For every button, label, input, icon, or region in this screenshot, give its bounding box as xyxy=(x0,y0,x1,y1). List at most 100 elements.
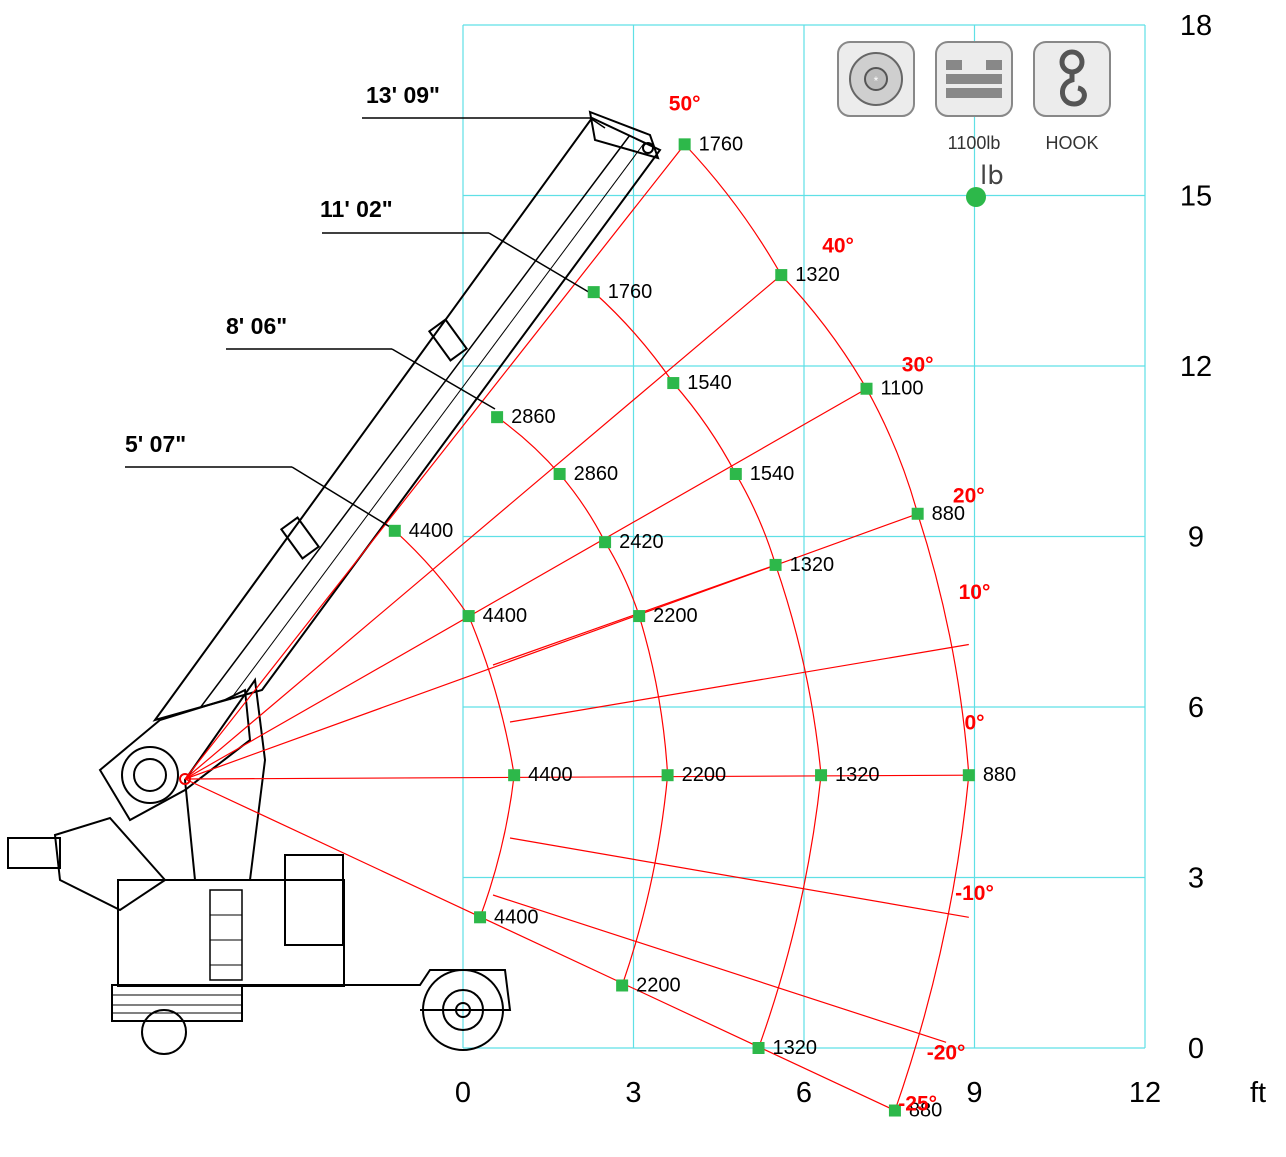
load-point xyxy=(633,610,646,623)
load-point xyxy=(388,524,401,537)
x-tick-label: 6 xyxy=(796,1077,812,1109)
load-label: 2200 xyxy=(682,764,727,786)
load-label: 1320 xyxy=(835,764,880,786)
load-label: 2200 xyxy=(636,974,681,996)
legend-marker-label: lb xyxy=(980,161,1004,191)
load-label: 1540 xyxy=(750,463,795,485)
crane-boom xyxy=(152,116,662,722)
radial-line xyxy=(184,513,918,780)
angle-label: 30° xyxy=(902,354,934,377)
boom-length-leaders: 5' 07"8' 06"11' 02"13' 09" xyxy=(125,82,606,531)
crane-drawing xyxy=(7,110,662,1055)
angle-label: -25° xyxy=(898,1093,937,1116)
load-label: 4400 xyxy=(483,605,528,627)
load-point xyxy=(888,1104,901,1117)
grid xyxy=(462,24,1146,1049)
load-point xyxy=(508,769,521,782)
radial-line xyxy=(184,274,782,780)
load-points xyxy=(388,138,975,1117)
load-point xyxy=(462,610,475,623)
crane-front-wheel-axle xyxy=(455,1002,471,1018)
crane-engine xyxy=(53,816,167,912)
x-axis-unit: ft xyxy=(1250,1077,1266,1109)
y-tick-label: 0 xyxy=(1188,1033,1204,1065)
load-point xyxy=(729,467,742,480)
crane-motor xyxy=(7,837,61,869)
load-label: 1320 xyxy=(773,1037,818,1059)
load-labels: 1760132011008808808801760154015401320132… xyxy=(409,133,1016,1121)
load-arc xyxy=(496,416,669,986)
load-point xyxy=(815,769,828,782)
crane-boom-edge xyxy=(229,141,646,701)
crane-boom-edge xyxy=(199,134,631,709)
load-label: 1320 xyxy=(790,554,835,576)
load-label: 1760 xyxy=(608,281,653,303)
load-label: 1760 xyxy=(699,133,744,155)
icon-panel: * 1100lb HOOK lb xyxy=(837,41,1111,207)
load-label: 4400 xyxy=(409,520,454,542)
load-label: 4400 xyxy=(494,906,539,928)
load-label: 2420 xyxy=(619,531,664,553)
crane-front-wheel xyxy=(422,969,504,1051)
load-point xyxy=(678,138,691,151)
angle-label: 10° xyxy=(959,581,991,604)
leader-line xyxy=(589,117,606,129)
angle-labels: 50°40°30°20°10°0°-10°-20°-25° xyxy=(669,92,994,1115)
load-label: 2860 xyxy=(511,406,555,428)
crane-boom-clamp xyxy=(279,516,321,560)
y-tick-label: 18 xyxy=(1180,10,1212,42)
svg-text:*: * xyxy=(874,74,879,88)
radial-line xyxy=(492,894,947,1043)
angle-label: 40° xyxy=(822,234,854,257)
crane-rear-wheel xyxy=(141,1009,187,1055)
leader-line xyxy=(391,348,496,410)
y-tick-label: 9 xyxy=(1188,522,1204,554)
boom-length-label: 11' 02" xyxy=(320,196,393,222)
crane-ladder xyxy=(209,889,243,981)
radial-line xyxy=(184,774,969,780)
y-tick-label: 15 xyxy=(1180,181,1212,213)
y-tick-label: 6 xyxy=(1188,692,1204,724)
angle-label: -20° xyxy=(927,1041,966,1064)
hook-icon xyxy=(1033,41,1111,117)
load-label: 1540 xyxy=(687,372,732,394)
load-point xyxy=(667,377,680,390)
y-tick-label: 3 xyxy=(1188,863,1204,895)
load-label: 880 xyxy=(909,1100,942,1122)
load-point xyxy=(769,558,782,571)
crane-boom-clamp xyxy=(427,318,469,362)
load-label: 880 xyxy=(983,764,1016,786)
load-point xyxy=(911,507,924,520)
load-point xyxy=(860,382,873,395)
load-point xyxy=(616,979,629,992)
load-point xyxy=(752,1042,765,1054)
load-label: 2860 xyxy=(574,463,619,485)
hook-caption: HOOK xyxy=(1045,133,1098,153)
crane-boom-tip-pin xyxy=(642,142,654,154)
load-label: 1320 xyxy=(795,264,840,286)
load-label: 2200 xyxy=(653,605,698,627)
load-point xyxy=(474,911,487,924)
crane-column xyxy=(183,677,267,881)
crane-front-frame xyxy=(242,969,512,1011)
boom-length-label: 13' 09" xyxy=(366,82,440,108)
radial-line xyxy=(184,778,896,1112)
radial-line xyxy=(184,143,686,780)
angle-label: 50° xyxy=(669,92,701,115)
leader-line xyxy=(291,466,396,531)
crane-slew-ring-inner xyxy=(133,758,167,792)
boom-length-label: 5' 07" xyxy=(125,431,186,457)
y-tick-label: 12 xyxy=(1180,351,1212,383)
crane-front-wheel-hub xyxy=(442,989,484,1031)
x-tick-label: 0 xyxy=(455,1077,471,1109)
load-point xyxy=(962,769,975,782)
legend-marker xyxy=(966,187,986,207)
load-arc xyxy=(394,530,515,918)
radial-line xyxy=(509,643,969,723)
crane-counterweight xyxy=(111,984,243,1022)
angle-label: 20° xyxy=(953,484,985,507)
radial-line xyxy=(509,837,969,918)
crane-cabinet xyxy=(284,854,344,946)
